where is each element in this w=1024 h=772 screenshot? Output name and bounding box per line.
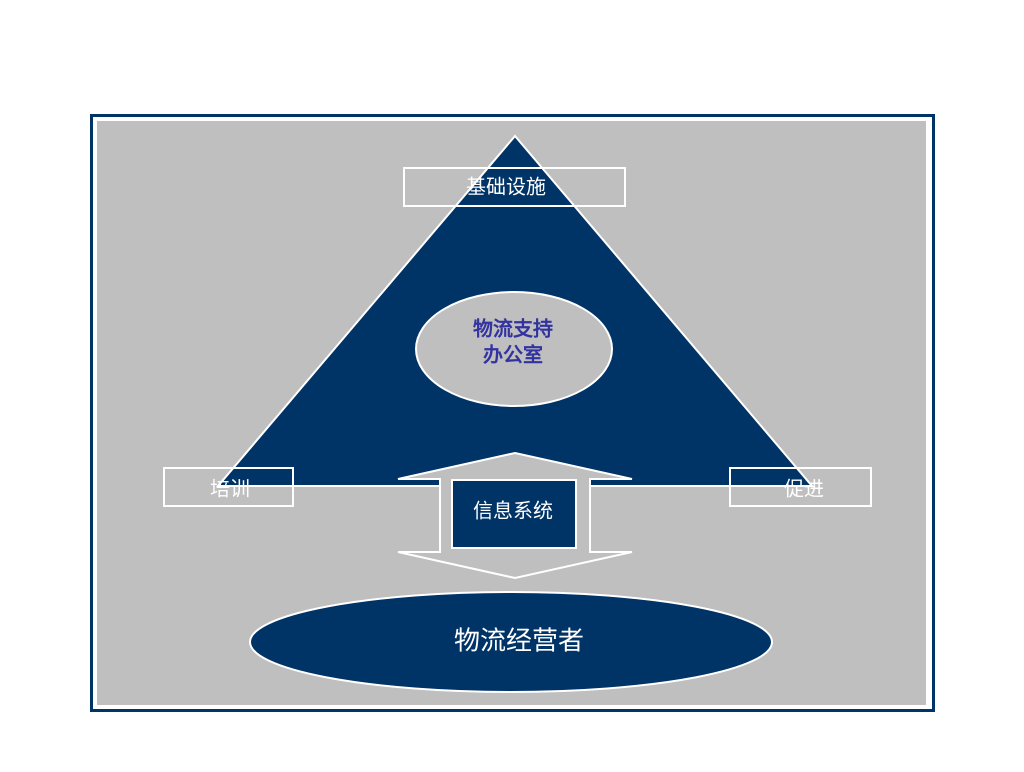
top-label-box	[403, 167, 626, 207]
top-label: 基础设施	[466, 175, 546, 199]
center-label-line1: 物流支持	[473, 317, 553, 341]
right-label-box	[729, 467, 872, 507]
right-label: 促进	[784, 477, 824, 501]
left-label-box	[163, 467, 294, 507]
center-label-line2: 办公室	[483, 343, 543, 367]
bottom-ellipse	[249, 591, 773, 693]
center-ellipse	[415, 291, 613, 407]
left-label: 培训	[210, 477, 250, 501]
bottom-label: 物流经营者	[454, 627, 584, 657]
info-system-box	[451, 479, 577, 549]
info-system-label: 信息系统	[473, 499, 553, 523]
